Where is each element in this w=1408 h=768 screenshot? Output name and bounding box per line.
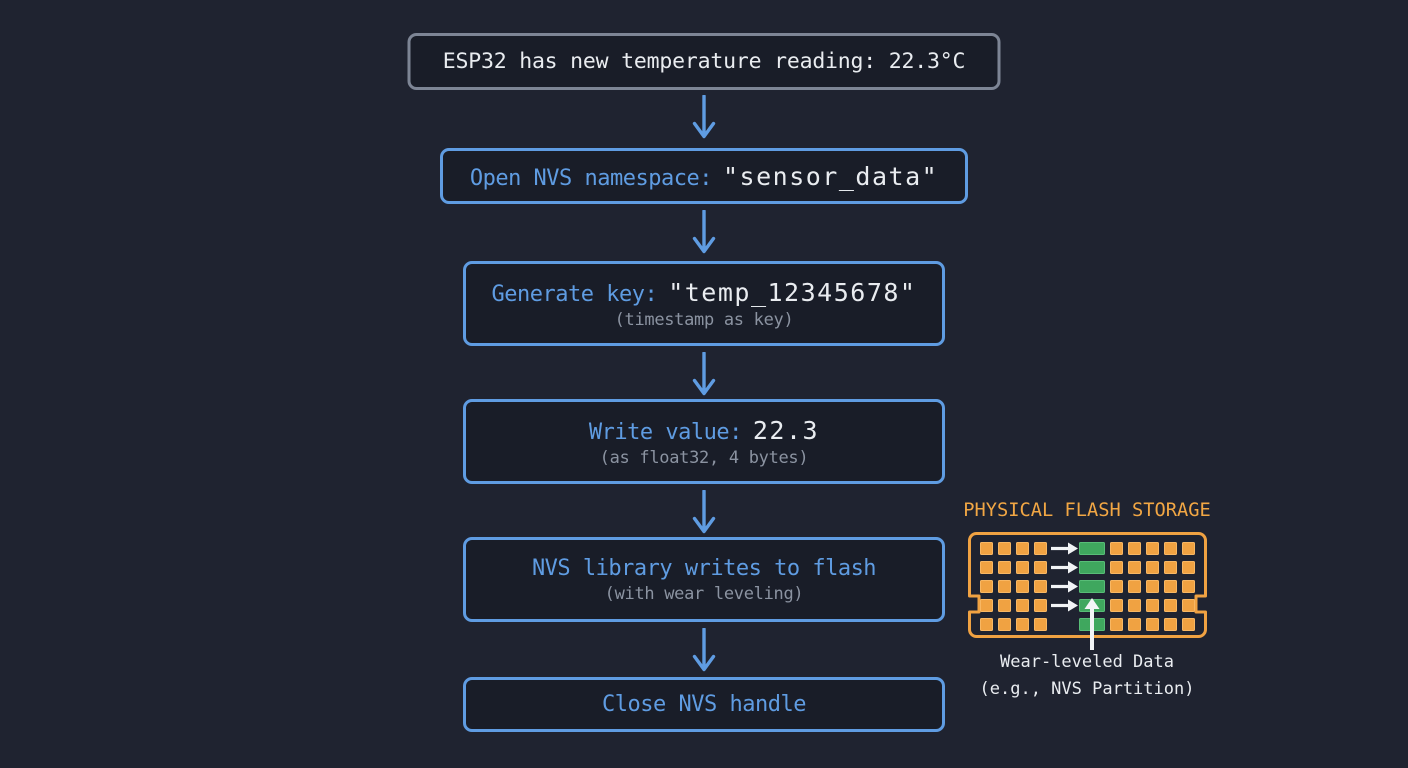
flow-step-open-namespace: Open NVS namespace: "sensor_data" xyxy=(440,148,968,204)
flash-cell-orange xyxy=(1033,561,1047,574)
open-namespace-label: Open NVS namespace: xyxy=(469,165,713,191)
flash-cell-orange xyxy=(1033,599,1047,612)
key-value: "temp_12345678" xyxy=(668,277,917,307)
flow-step-nvs-write-flash: NVS library writes to flash (with wear l… xyxy=(463,537,945,622)
temperature-value: 22.3 xyxy=(752,415,820,445)
flash-cell-orange xyxy=(1145,542,1159,555)
flash-cell-orange xyxy=(1127,618,1141,631)
chip-outline-icon xyxy=(967,532,1207,638)
down-arrow-icon xyxy=(691,490,717,536)
flash-chip xyxy=(967,532,1207,650)
flash-cell-orange xyxy=(1015,561,1029,574)
down-arrow-icon xyxy=(691,210,717,256)
flash-cell-green xyxy=(1078,542,1105,555)
arrow-slot-spacer xyxy=(1052,618,1074,631)
write-arrow-icon xyxy=(1050,542,1078,555)
flash-cell-orange xyxy=(1163,542,1177,555)
wear-level-pointer-arrow-icon xyxy=(1084,598,1099,650)
close-handle-label: Close NVS handle xyxy=(602,692,806,717)
flash-cell-orange xyxy=(1145,618,1159,631)
namespace-value: "sensor_data" xyxy=(723,161,939,191)
generate-key-label: Generate key: xyxy=(491,281,658,307)
flow-step-generate-key: Generate key: "temp_12345678" (timestamp… xyxy=(463,261,945,346)
flash-row xyxy=(968,561,1207,574)
flash-cell-orange xyxy=(1015,618,1029,631)
flash-cell-orange xyxy=(1181,561,1195,574)
flash-cell-orange xyxy=(1163,561,1177,574)
flash-cell-orange xyxy=(1109,542,1123,555)
flash-cell-orange xyxy=(1033,618,1047,631)
flash-cell-orange xyxy=(979,561,993,574)
flash-cell-orange xyxy=(1181,580,1195,593)
down-arrow-icon xyxy=(691,352,717,398)
flash-cell-orange xyxy=(997,561,1011,574)
flow-step-write-value: Write value: 22.3 (as float32, 4 bytes) xyxy=(463,399,945,484)
flash-cell-orange xyxy=(1109,599,1123,612)
caption-line-2: (e.g., NVS Partition) xyxy=(979,679,1195,699)
flash-cell-orange xyxy=(1109,580,1123,593)
flash-cell-orange xyxy=(979,542,993,555)
nvs-write-label: NVS library writes to flash xyxy=(531,555,877,581)
flash-cell-orange xyxy=(1015,542,1029,555)
flash-cell-orange xyxy=(1015,599,1029,612)
caption-line-1: Wear-leveled Data xyxy=(1000,652,1174,672)
physical-flash-storage-diagram: PHYSICAL FLASH STORAGE Wear-leveled Data… xyxy=(958,501,1216,703)
flash-row xyxy=(968,580,1207,593)
write-arrow-icon xyxy=(1050,561,1078,574)
sensor-reading-text: ESP32 has new temperature reading: 22.3°… xyxy=(442,49,966,74)
flash-cell-orange xyxy=(1033,580,1047,593)
flash-cell-orange xyxy=(1145,599,1159,612)
flash-cell-orange xyxy=(1163,618,1177,631)
flash-cell-orange xyxy=(1145,561,1159,574)
write-value-note: (as float32, 4 bytes) xyxy=(599,447,809,468)
flow-step-sensor-reading: ESP32 has new temperature reading: 22.3°… xyxy=(407,33,1001,90)
nvs-write-note: (with wear leveling) xyxy=(604,583,804,604)
generate-key-note: (timestamp as key) xyxy=(614,309,794,330)
write-arrow-icon xyxy=(1050,599,1078,612)
flash-cell-green xyxy=(1078,561,1105,574)
flash-cell-orange xyxy=(1109,618,1123,631)
flash-cell-orange xyxy=(1181,599,1195,612)
flow-step-close-handle: Close NVS handle xyxy=(463,677,945,732)
flash-caption: Wear-leveled Data (e.g., NVS Partition) xyxy=(958,649,1216,703)
flash-cell-orange xyxy=(997,542,1011,555)
flash-cell-orange xyxy=(1109,561,1123,574)
flash-cell-orange xyxy=(979,599,993,612)
flash-cell-orange xyxy=(997,599,1011,612)
flash-storage-title: PHYSICAL FLASH STORAGE xyxy=(963,500,1211,521)
flash-cell-orange xyxy=(1181,542,1195,555)
flash-cell-green xyxy=(1078,580,1105,593)
flash-cell-orange xyxy=(997,580,1011,593)
flash-cell-orange xyxy=(979,580,993,593)
flash-cell-orange xyxy=(997,618,1011,631)
down-arrow-icon xyxy=(691,628,717,674)
flash-cell-orange xyxy=(1127,580,1141,593)
flash-cell-orange xyxy=(979,618,993,631)
flash-cell-orange xyxy=(1127,561,1141,574)
flash-cell-orange xyxy=(1163,580,1177,593)
flash-cell-orange xyxy=(1033,542,1047,555)
write-arrow-icon xyxy=(1050,580,1078,593)
flash-cell-orange xyxy=(1127,542,1141,555)
flash-cell-orange xyxy=(1163,599,1177,612)
flash-row xyxy=(968,542,1207,555)
flash-cell-orange xyxy=(1181,618,1195,631)
flash-cell-orange xyxy=(1015,580,1029,593)
flash-cell-orange xyxy=(1127,599,1141,612)
flash-cell-orange xyxy=(1145,580,1159,593)
write-value-label: Write value: xyxy=(588,419,742,445)
down-arrow-icon xyxy=(691,95,717,141)
